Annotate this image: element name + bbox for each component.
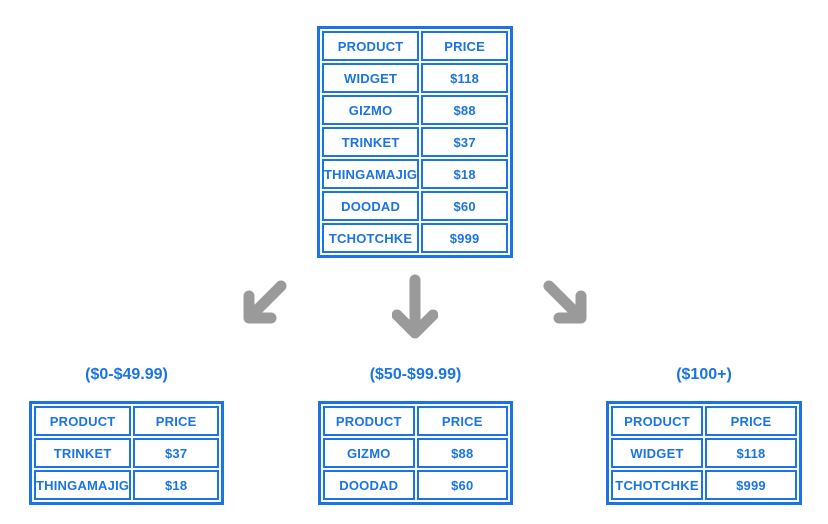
data-cell: $60 (416, 470, 508, 500)
data-cell: $60 (421, 191, 508, 221)
arrow-down-right-icon (543, 280, 587, 324)
data-cell: THINGAMAJIG (322, 159, 420, 189)
data-cell: $999 (421, 223, 508, 253)
group-label-mid: ($50-$99.99) (369, 366, 462, 383)
data-cell: $999 (705, 470, 797, 500)
header-cell: PRODUCT (34, 406, 132, 436)
group-label-high: ($100+) (676, 366, 732, 383)
data-cell: DOODAD (323, 470, 415, 500)
header-cell: PRODUCT (323, 406, 415, 436)
data-cell: $37 (133, 438, 219, 468)
header-cell: PRICE (133, 406, 219, 436)
data-cell: GIZMO (323, 438, 415, 468)
data-cell: THINGAMAJIG (34, 470, 132, 500)
header-cell: PRICE (705, 406, 797, 436)
data-cell: WIDGET (611, 438, 703, 468)
data-cell: $37 (421, 127, 508, 157)
data-cell: TCHOTCHKE (611, 470, 703, 500)
data-cell: TRINKET (34, 438, 132, 468)
data-cell: $18 (133, 470, 219, 500)
header-cell: PRODUCT (611, 406, 703, 436)
group-label-low: ($0-$49.99) (85, 366, 168, 383)
header-cell: PRODUCT (322, 31, 420, 61)
data-cell: $88 (421, 95, 508, 125)
header-cell: PRICE (416, 406, 508, 436)
data-cell: $88 (416, 438, 508, 468)
data-cell: $118 (421, 63, 508, 93)
data-cell: $18 (421, 159, 508, 189)
data-cell: TRINKET (322, 127, 420, 157)
data-cell: WIDGET (322, 63, 420, 93)
header-cell: PRICE (421, 31, 508, 61)
data-cell: TCHOTCHKE (322, 223, 420, 253)
data-cell: $118 (705, 438, 797, 468)
data-cell: GIZMO (322, 95, 420, 125)
arrow-down-icon (392, 274, 438, 339)
data-cell: DOODAD (322, 191, 420, 221)
arrow-down-left-icon (243, 280, 287, 324)
